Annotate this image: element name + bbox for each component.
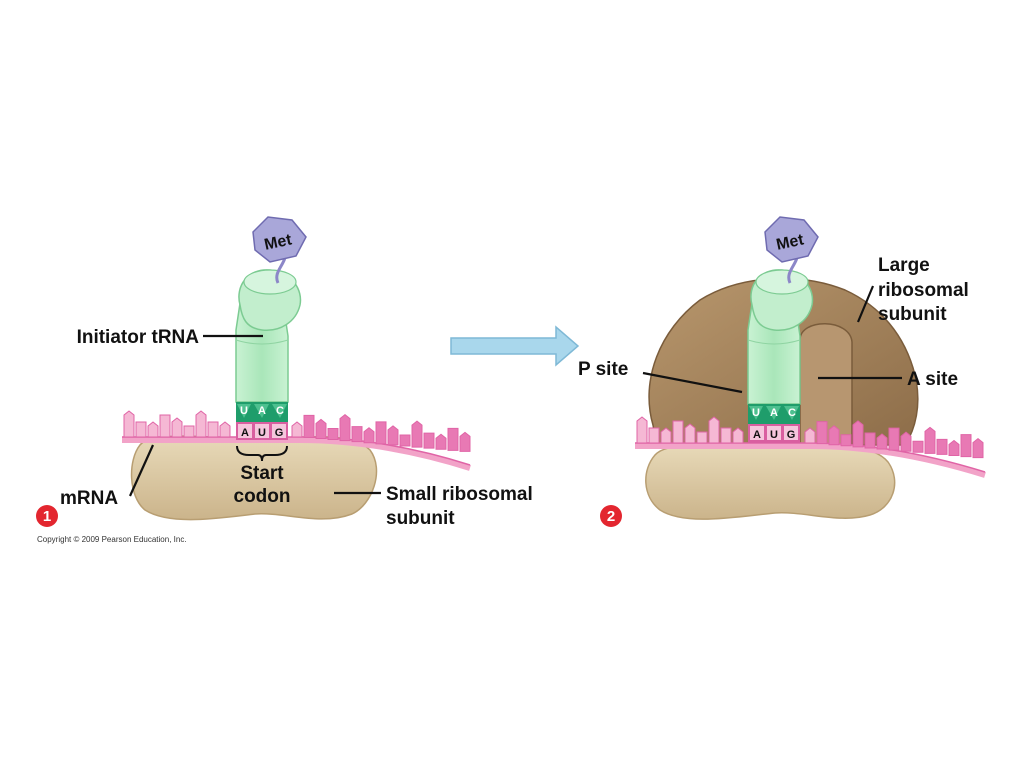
codon-base-2-3: G: [787, 429, 796, 441]
anticodon-2: U A C: [748, 404, 800, 424]
codon-base-2-1: A: [753, 429, 761, 441]
mrna-nucleotide: [375, 421, 387, 445]
mrna-leader: [128, 444, 155, 497]
mrna-nucleotide: [708, 416, 720, 444]
mrna-nucleotide: [147, 421, 159, 438]
start-codon-2: A U G: [748, 424, 800, 443]
transition-arrow: [450, 325, 580, 367]
mrna-nucleotides-2: [636, 416, 984, 459]
initiator-trna-label: Initiator tRNA: [77, 327, 200, 348]
mrna-nucleotide: [399, 434, 411, 447]
a-site-label: A site: [907, 369, 958, 390]
methionine-2: Met: [764, 216, 819, 263]
mrna-nucleotide: [840, 434, 852, 447]
mrna-label: mRNA: [60, 488, 118, 509]
mrna-nucleotide: [972, 438, 984, 459]
start-codon-1: A U G: [236, 422, 288, 440]
mrna-nucleotide: [648, 427, 660, 444]
step-number-1: 1: [43, 508, 51, 525]
mrna-nucleotide: [912, 440, 924, 453]
mrna-nucleotide: [423, 432, 435, 449]
step-number-2: 2: [607, 508, 615, 525]
mrna-nucleotide: [303, 414, 315, 438]
mrna-strand-2: [635, 416, 986, 478]
mrna-nucleotide: [351, 426, 363, 443]
mrna-nucleotides-1: [123, 410, 471, 452]
mrna-nucleotide: [207, 421, 219, 438]
mrna-nucleotide: [183, 425, 195, 438]
mrna-nucleotide: [159, 414, 171, 438]
mrna-nucleotide: [852, 420, 864, 448]
mrna-nucleotide: [660, 427, 672, 444]
mrna-nucleotide: [888, 427, 900, 451]
mrna-nucleotide: [936, 438, 948, 455]
mrna-nucleotide: [195, 410, 207, 438]
mrna-nucleotide: [219, 421, 231, 438]
anticodon-base-2-2: A: [770, 407, 778, 419]
mrna-nucleotide: [828, 425, 840, 446]
mrna-nucleotide: [900, 431, 912, 452]
mrna-nucleotide: [948, 439, 960, 457]
mrna-nucleotide: [684, 423, 696, 444]
mrna-nucleotide: [924, 426, 936, 454]
anticodon-base-1-2: A: [258, 405, 266, 417]
small-subunit-label-line-1: Small ribosomal: [386, 484, 533, 505]
codon-base-1-2: U: [258, 427, 266, 439]
mrna-nucleotide: [696, 431, 708, 444]
start-codon-brace: [236, 445, 288, 462]
p-site-leader: [642, 371, 743, 394]
mrna-nucleotide: [876, 433, 888, 450]
met-label-2: Met: [775, 231, 806, 253]
mrna-nucleotide: [816, 421, 828, 445]
codon-base-2-2: U: [770, 429, 778, 441]
anticodon-1: U A C: [236, 402, 288, 422]
mrna-nucleotide: [732, 427, 744, 444]
mrna-nucleotide: [459, 431, 471, 452]
large-subunit-leader: [856, 285, 875, 323]
mrna-nucleotide: [123, 410, 135, 438]
mrna-nucleotide: [339, 413, 351, 442]
small-ribosomal-subunit-2: [645, 443, 896, 520]
panel-2: Met U A C A U G P site A site Large: [578, 216, 986, 527]
anticodon-base-2-1: U: [752, 407, 760, 419]
small-subunit-label-line-2: subunit: [386, 508, 455, 529]
mrna-nucleotide: [291, 421, 303, 438]
mrna-nucleotide: [636, 416, 648, 444]
anticodon-base-1-1: U: [240, 405, 248, 417]
mrna-nucleotide: [363, 427, 375, 444]
mrna-nucleotide: [387, 425, 399, 446]
initiator-trna-1: [235, 249, 302, 403]
copyright-notice: Copyright © 2009 Pearson Education, Inc.: [37, 535, 187, 544]
codon-base-1-1: A: [241, 427, 249, 439]
large-subunit-label-line-3: subunit: [878, 304, 947, 325]
start-codon-label-line-1: Start: [240, 463, 284, 484]
mrna-nucleotide: [327, 428, 339, 441]
initiator-trna-2: [747, 249, 814, 405]
mrna-nucleotide: [804, 427, 816, 444]
mrna-nucleotide: [672, 420, 684, 444]
mrna-nucleotide: [171, 417, 183, 438]
mrna-nucleotide: [315, 418, 327, 439]
p-site-label: P site: [578, 359, 628, 380]
step-badge-1: 1: [36, 505, 58, 527]
mrna-nucleotide: [864, 432, 876, 449]
large-subunit-label-line-2: ribosomal: [878, 280, 969, 301]
mrna-nucleotide: [411, 420, 423, 448]
methionine-1: Met: [252, 216, 307, 263]
mrna-nucleotide: [135, 421, 147, 438]
mrna-nucleotide: [435, 433, 447, 450]
panel-1: Met U A C A U G Initiator tRNA: [36, 216, 533, 544]
step-badge-2: 2: [600, 505, 622, 527]
anticodon-base-2-3: C: [788, 407, 796, 419]
mrna-nucleotide: [960, 434, 972, 458]
met-label-1: Met: [263, 231, 294, 253]
codon-base-1-3: G: [275, 427, 284, 439]
start-codon-label-line-2: codon: [234, 486, 291, 507]
mrna-strand-1: [122, 410, 471, 471]
anticodon-base-1-3: C: [276, 405, 284, 417]
mrna-nucleotide: [720, 427, 732, 444]
mrna-nucleotide: [447, 427, 459, 451]
large-subunit-label-line-1: Large: [878, 255, 930, 276]
